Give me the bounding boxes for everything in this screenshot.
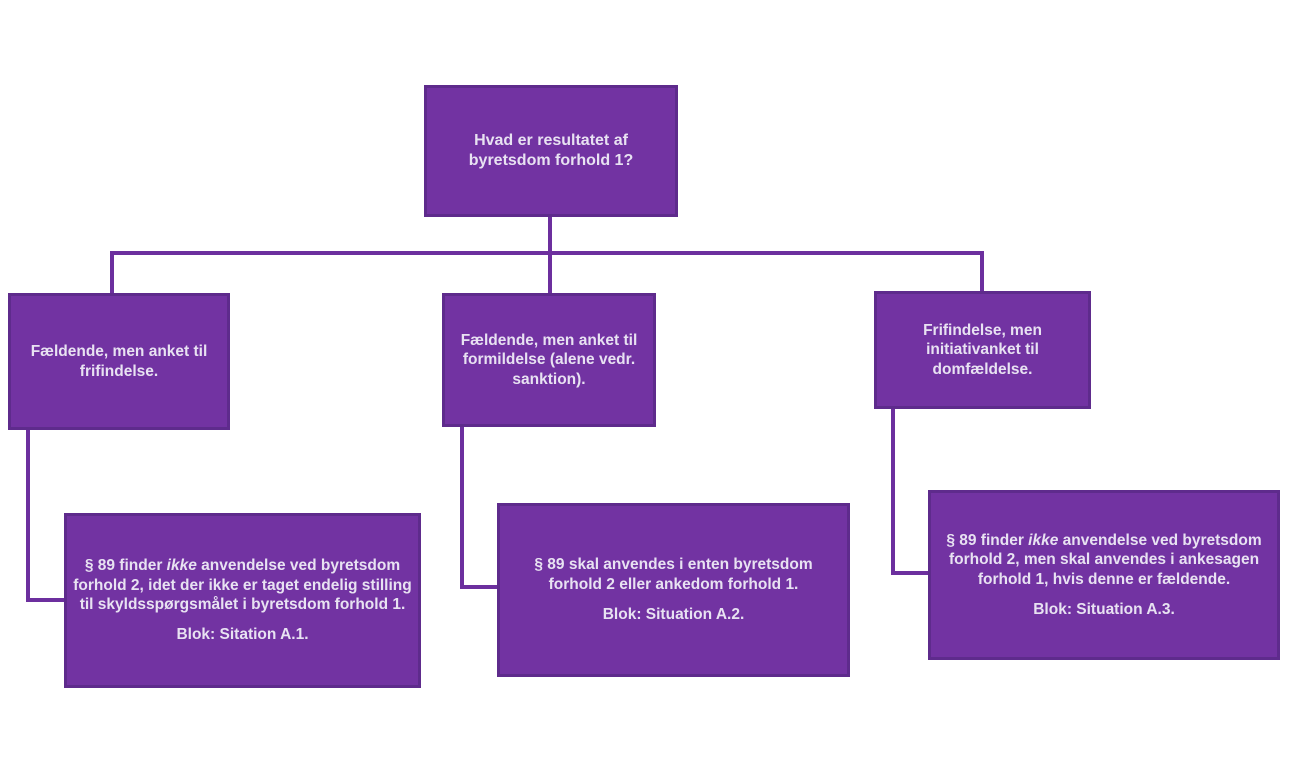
- outcome-a1-italic: ikke: [166, 557, 197, 575]
- flowchart-node-outcome-a2: § 89 skal anvendes i enten byretsdom for…: [497, 503, 850, 677]
- flowchart-node-outcome-a3: § 89 finder ikke anvendelse ved byretsdo…: [928, 490, 1280, 660]
- connector-root-stem: [548, 217, 552, 253]
- outcome-a2-pre: § 89 skal anvendes i enten byretsdom for…: [534, 556, 813, 593]
- connector-elbow-right-horizontal: [891, 571, 932, 575]
- outcome-a2-blok: Blok: Situation A.2.: [602, 606, 745, 624]
- connector-drop-right: [980, 251, 984, 293]
- outcome-a3-blok: Blok: Situation A.3.: [1033, 600, 1175, 618]
- condition-3-text: Frifindelse, men initiativanket til domf…: [923, 321, 1042, 378]
- connector-elbow-middle-vertical: [460, 427, 464, 589]
- outcome-a2-text: § 89 skal anvendes i enten byretsdom for…: [500, 555, 847, 624]
- flowchart-node-condition-3: Frifindelse, men initiativanket til domf…: [874, 291, 1091, 409]
- outcome-a1-pre: § 89 finder: [84, 557, 167, 575]
- flowchart-node-condition-1: Fældende, men anket til frifindelse.: [8, 293, 230, 430]
- outcome-a1-blok: Blok: Sitation A.1.: [176, 626, 309, 644]
- outcome-a3-pre: § 89 finder: [946, 531, 1029, 549]
- condition-1-text: Fældende, men anket til frifindelse.: [30, 343, 208, 380]
- connector-drop-middle: [548, 251, 552, 293]
- flowchart-node-condition-2: Fældende, men anket til formildelse (ale…: [442, 293, 656, 427]
- outcome-a3-text: § 89 finder ikke anvendelse ved byretsdo…: [931, 531, 1277, 620]
- flowchart-node-outcome-a1: § 89 finder ikke anvendelse ved byretsdo…: [64, 513, 421, 688]
- connector-elbow-left-horizontal: [26, 598, 66, 602]
- connector-elbow-right-vertical: [891, 409, 895, 575]
- connector-elbow-left-vertical: [26, 430, 30, 602]
- outcome-a1-text: § 89 finder ikke anvendelse ved byretsdo…: [67, 556, 418, 645]
- root-question-text: Hvad er resultatet af byretsdom forhold …: [468, 132, 634, 169]
- flowchart-node-root: Hvad er resultatet af byretsdom forhold …: [424, 85, 678, 217]
- outcome-a3-post: anvendelse ved byretsdom forhold 2, men …: [948, 531, 1262, 588]
- condition-2-text: Fældende, men anket til formildelse (ale…: [460, 331, 638, 388]
- outcome-a3-italic: ikke: [1028, 531, 1059, 549]
- connector-branch-bar: [110, 251, 984, 255]
- connector-elbow-middle-horizontal: [460, 585, 499, 589]
- outcome-a1-post: anvendelse ved byretsdom forhold 2, idet…: [73, 557, 412, 613]
- connector-drop-left: [110, 251, 114, 293]
